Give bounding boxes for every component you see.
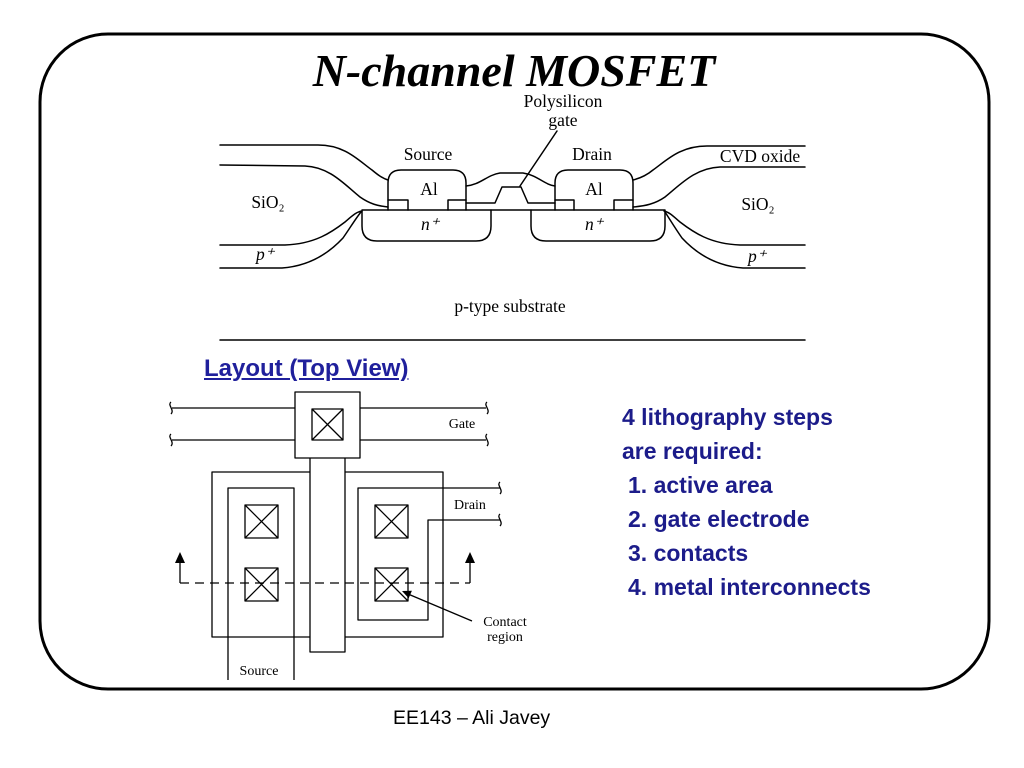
drain-label: Drain xyxy=(454,498,486,513)
source-n-plus-label: n⁺ xyxy=(421,214,441,234)
step-item: 3. contacts xyxy=(628,540,749,566)
source-contact-top xyxy=(244,504,279,539)
notes-line-1: 4 lithography steps xyxy=(622,404,833,430)
drain-metal xyxy=(357,487,500,621)
gate-contact-cross xyxy=(311,408,344,441)
source-metal xyxy=(227,487,295,680)
field-oxide-left-label: SiO₂ xyxy=(251,192,284,212)
gate-rail-break-marks xyxy=(169,401,489,447)
notes-line-2: are required: xyxy=(622,438,763,464)
source-contact-window xyxy=(387,199,467,211)
step-item: 2. gate electrode xyxy=(628,506,810,532)
contact-cross xyxy=(374,567,409,602)
source-n-plus-region xyxy=(361,209,492,242)
contact-label: Contact xyxy=(483,615,527,630)
gate-label: Gate xyxy=(449,417,475,432)
drain-n-plus-region xyxy=(530,209,666,242)
source-label: Source xyxy=(240,664,279,679)
layout-heading: Layout (Top View) xyxy=(204,355,409,382)
step-item: 1. active area xyxy=(628,472,773,498)
contact-cross xyxy=(244,504,279,539)
polysilicon-gate-pointer xyxy=(519,130,558,187)
source-al-label: Al xyxy=(420,179,438,199)
poly-gate-strip xyxy=(309,458,346,653)
polysilicon-gate xyxy=(465,186,556,204)
source-contact-bottom xyxy=(244,567,279,602)
source-al-contact xyxy=(387,169,467,211)
channel-stop-bottom-right-line xyxy=(664,211,806,269)
source-label: Source xyxy=(404,144,453,164)
drain-contact-bottom xyxy=(374,567,409,602)
field-oxide-right-label: SiO₂ xyxy=(741,194,774,214)
polysilicon-label: Polysilicon xyxy=(524,91,603,111)
contact-square xyxy=(374,504,409,539)
channel-stop-bottom-left-line xyxy=(219,211,362,269)
field-oxide-top-left-line xyxy=(219,164,389,208)
lithography-notes: 4 lithography steps are required: 1. act… xyxy=(622,400,871,604)
gate-contact-pad xyxy=(294,391,361,459)
section-arrowhead-right xyxy=(465,552,475,563)
section-arrowhead-left xyxy=(175,552,185,563)
channel-stop-left-label: p⁺ xyxy=(254,244,276,264)
contact-square xyxy=(244,504,279,539)
cvd-oxide-label: CVD oxide xyxy=(720,146,800,166)
channel-stop-right-label: p⁺ xyxy=(746,246,768,266)
mosfet-cross-section: Polysilicon gate Source Drain CVD oxide … xyxy=(219,91,806,341)
step-item: 4. metal interconnects xyxy=(628,574,871,600)
cvd-oxide-top-right-line xyxy=(632,145,806,181)
contact-region-arrowhead xyxy=(402,590,412,599)
mosfet-layout-top-view: Gate Drain Contact region Source xyxy=(169,391,527,680)
drain-contact-window xyxy=(554,199,634,211)
field-oxide-bottom-right-line xyxy=(663,210,806,246)
gate-contact xyxy=(311,408,344,441)
cvd-oxide-over-gate-line xyxy=(465,172,556,187)
field-oxide-bottom-left-line xyxy=(219,210,363,246)
active-area xyxy=(211,471,444,638)
substrate-label: p-type substrate xyxy=(454,296,566,316)
drain-metal-break-marks xyxy=(498,481,502,527)
slide-footer: EE143 – Ali Javey xyxy=(393,707,551,729)
contact-cross xyxy=(244,567,279,602)
slide-border xyxy=(38,32,991,691)
contact-cross xyxy=(374,504,409,539)
drain-n-plus-label: n⁺ xyxy=(585,214,605,234)
contact-square xyxy=(374,567,409,602)
drain-label: Drain xyxy=(572,144,612,164)
cvd-oxide-top-left-line xyxy=(219,144,389,181)
contact-region-pointer xyxy=(407,593,473,622)
slide-title: N-channel MOSFET xyxy=(312,45,716,96)
drain-al-label: Al xyxy=(585,179,603,199)
polysilicon-gate-label: gate xyxy=(548,110,577,130)
drain-contact-top xyxy=(374,504,409,539)
drain-al-contact xyxy=(554,169,634,211)
region-label: region xyxy=(487,630,523,645)
field-oxide-top-right-line xyxy=(632,166,806,208)
contact-square xyxy=(244,567,279,602)
